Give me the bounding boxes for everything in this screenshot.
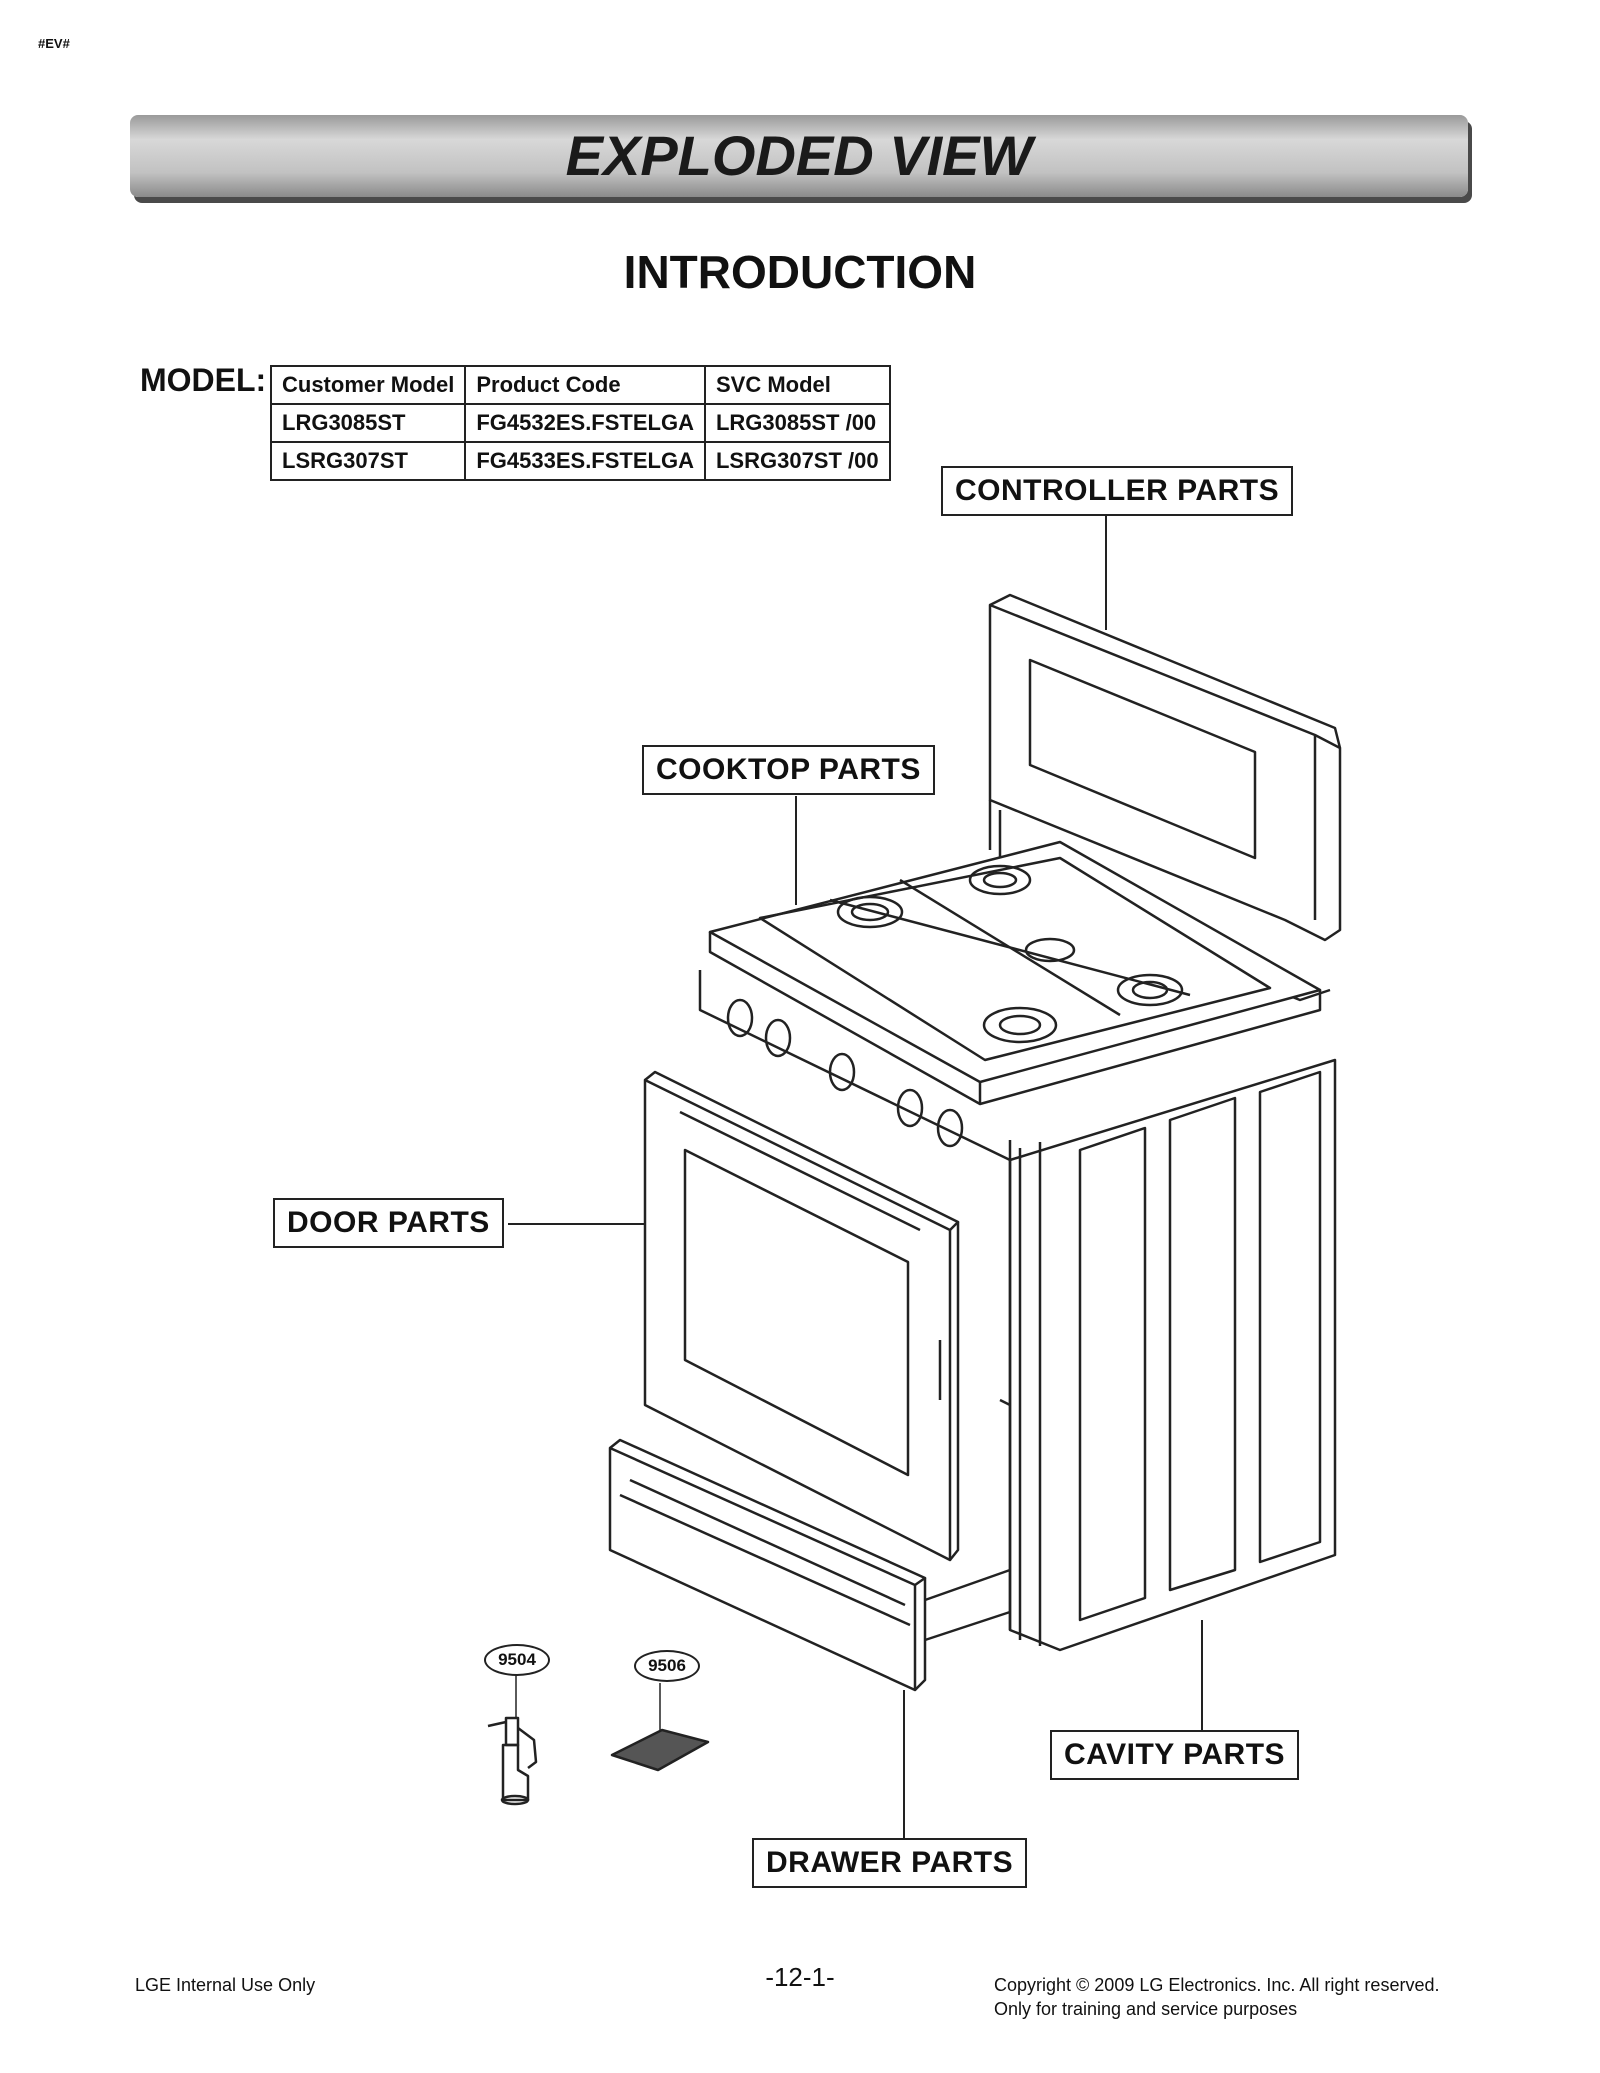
cooktop-parts-callout: COOKTOP PARTS	[642, 745, 935, 795]
column-header: Product Code	[464, 365, 706, 405]
leader-lines	[508, 516, 1203, 1838]
copyright-line: Only for training and service purposes	[994, 1999, 1298, 2019]
oven-body	[698, 970, 1337, 1652]
door-parts-callout: DOOR PARTS	[273, 1198, 504, 1248]
table-cell: LSRG307ST	[269, 441, 467, 481]
model-label: MODEL:	[140, 362, 267, 398]
cavity-parts-callout: CAVITY PARTS	[1050, 1730, 1300, 1780]
title-banner: EXPLODED VIEW	[130, 115, 1468, 197]
table-cell: LRG3085ST /00	[703, 403, 891, 443]
spray-bottle	[487, 1716, 538, 1806]
footer-copyright: Copyright © 2009 LG Electronics. Inc. Al…	[994, 1973, 1439, 2021]
table-row: LRG3085ST FG4532ES.FSTELGA LRG3085ST /00	[269, 403, 891, 443]
table-cell: LRG3085ST	[269, 403, 467, 443]
footer-internal-use: LGE Internal Use Only	[135, 1975, 316, 1995]
storage-drawer	[608, 1438, 1011, 1692]
column-header: Customer Model	[269, 365, 467, 405]
table-cell: FG4532ES.FSTELGA	[464, 403, 706, 443]
page-number: -12-1-	[765, 1962, 835, 1992]
cleaning-mat	[610, 1728, 710, 1772]
control-knobs	[726, 998, 964, 1148]
part-number-9506: 9506	[634, 1650, 700, 1682]
model-table: Customer Model Product Code SVC Model LR…	[269, 365, 891, 481]
column-header: SVC Model	[703, 365, 891, 405]
table-header-row: Customer Model Product Code SVC Model	[269, 365, 891, 405]
table-cell: FG4533ES.FSTELGA	[464, 441, 706, 481]
table-row: LSRG307ST FG4533ES.FSTELGA LSRG307ST /00	[269, 441, 891, 481]
part-number-9504: 9504	[484, 1644, 550, 1676]
drawer-parts-callout: DRAWER PARTS	[752, 1838, 1028, 1888]
page-title: EXPLODED VIEW	[565, 124, 1033, 187]
oven-door	[643, 1070, 960, 1562]
section-heading: INTRODUCTION	[623, 246, 977, 298]
copyright-line: Copyright © 2009 LG Electronics. Inc. Al…	[994, 1975, 1440, 1995]
controller-parts-callout: CONTROLLER PARTS	[941, 466, 1294, 516]
cooktop	[708, 840, 1322, 1106]
document-tag: #EV#	[38, 36, 70, 51]
controller-panel	[988, 593, 1342, 1002]
table-cell: LSRG307ST /00	[703, 441, 891, 481]
